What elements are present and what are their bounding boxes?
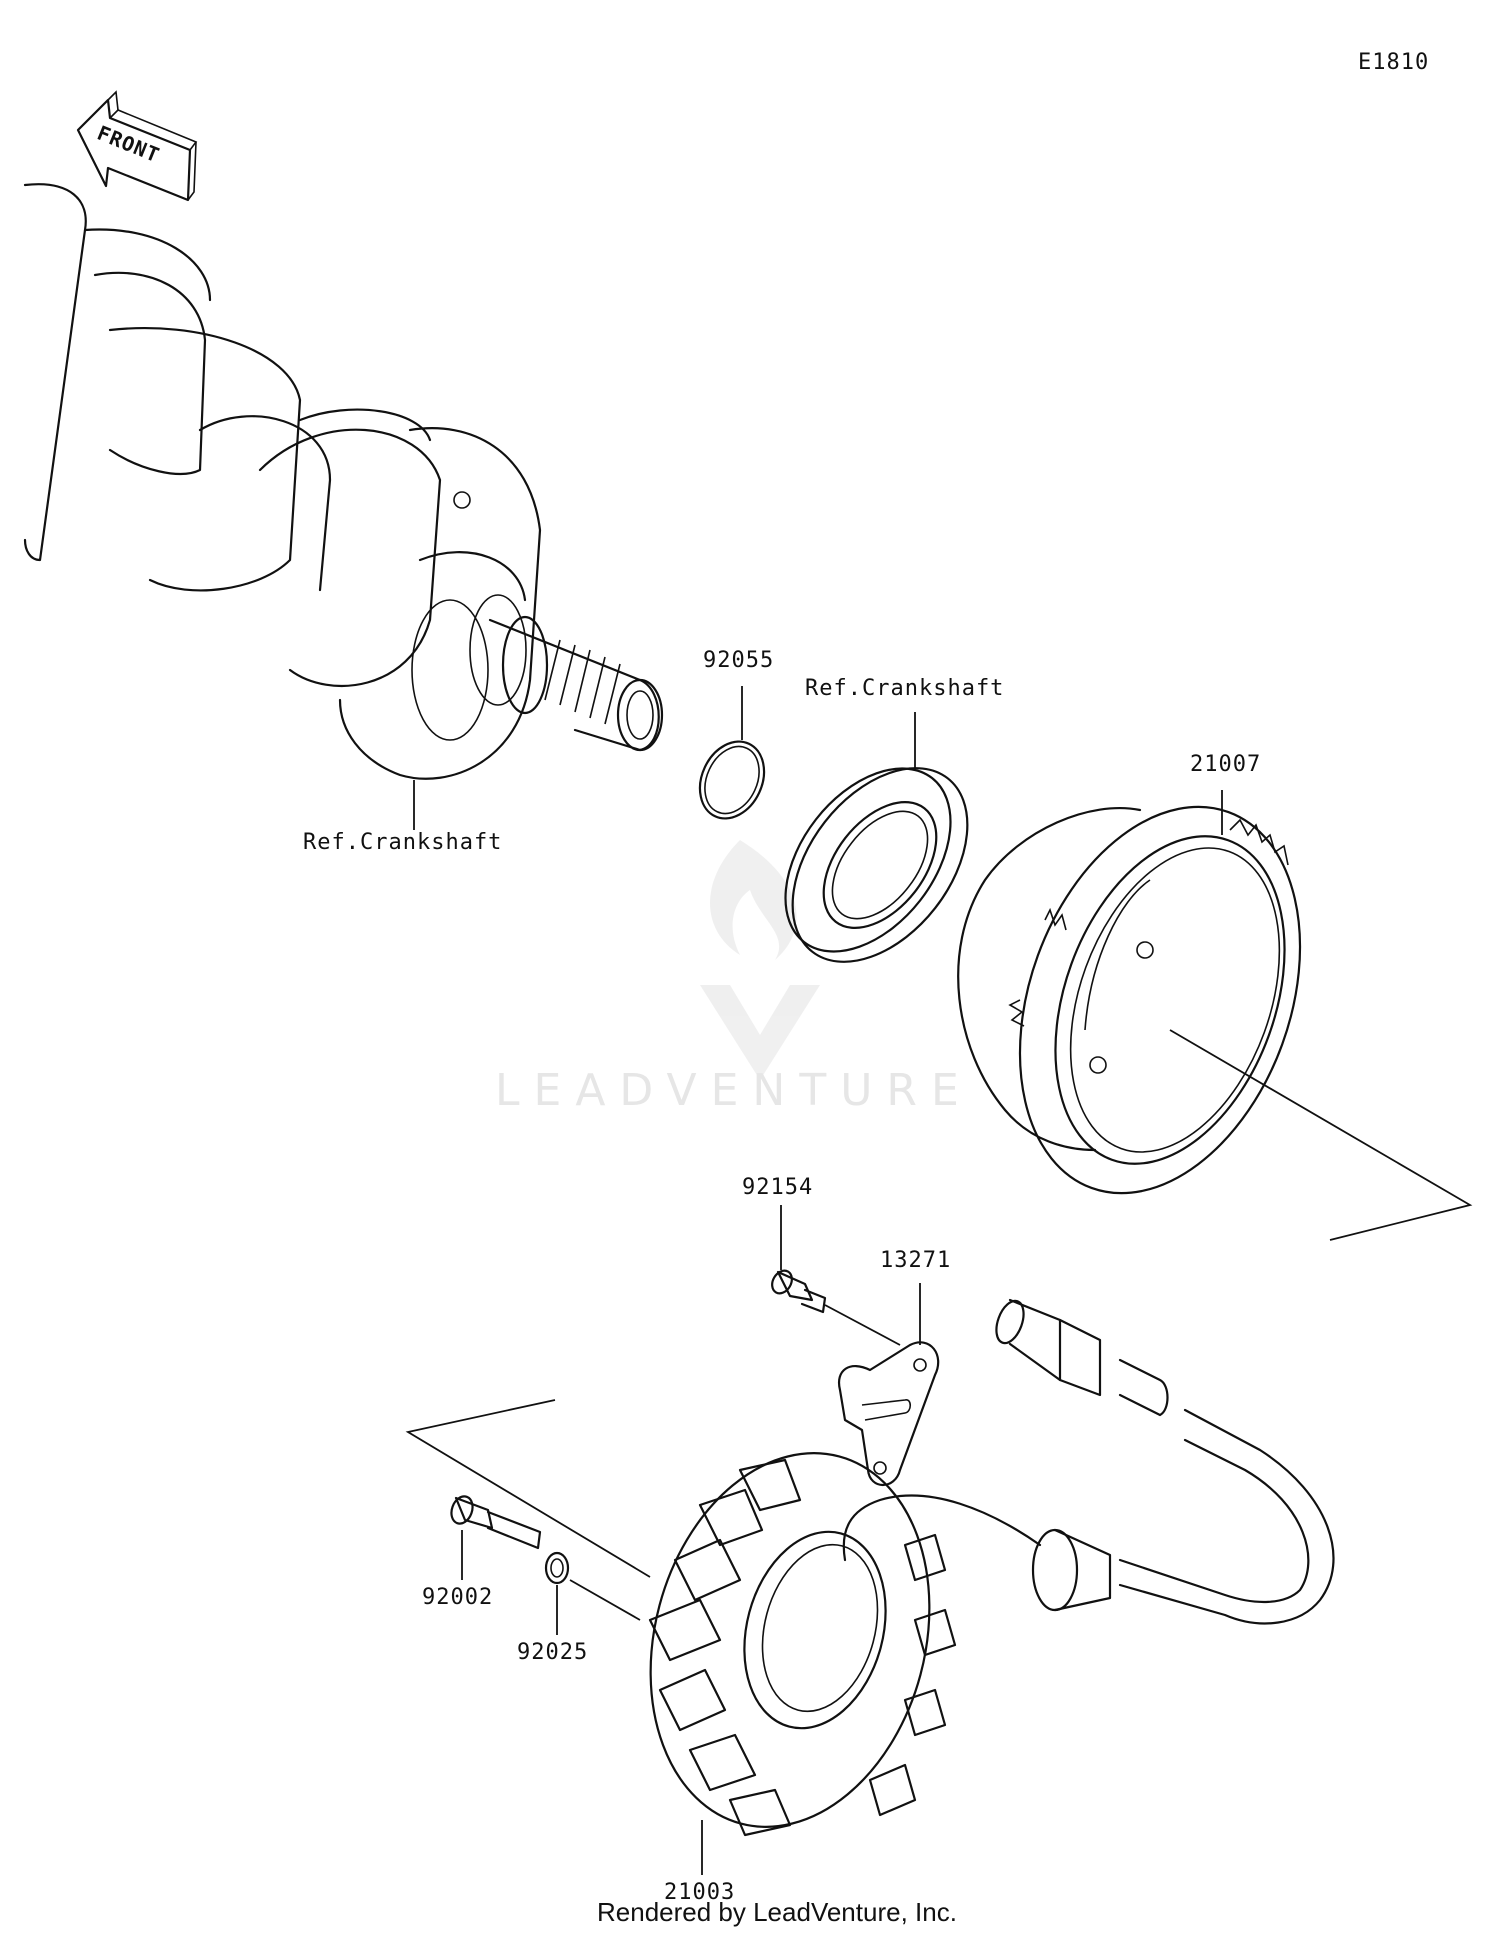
bolt-92002-icon: [450, 1495, 542, 1550]
crankshaft-icon: [23, 183, 664, 780]
flywheel-leader: [1169, 1029, 1473, 1241]
part-13271-label[interactable]: 13271: [880, 1248, 952, 1273]
watermark-logo: [700, 840, 820, 1080]
part-21007-label[interactable]: 21007: [1190, 752, 1262, 777]
plate-13271-icon: [837, 1341, 940, 1486]
ref-crankshaft-left-label[interactable]: Ref.Crankshaft: [303, 830, 503, 855]
footer-credit: Rendered by LeadVenture, Inc.: [597, 1897, 957, 1927]
part-21003-label[interactable]: 21003: [664, 1880, 736, 1905]
part-92002-label[interactable]: 92002: [422, 1585, 494, 1610]
diagram-code: E1810: [1358, 50, 1430, 75]
connector-cable-icon: [842, 1298, 1335, 1625]
part-92055-label[interactable]: 92055: [703, 648, 775, 673]
oil-seal-icon: [784, 767, 969, 963]
ref-crankshaft-seal-label[interactable]: Ref.Crankshaft: [805, 676, 1005, 701]
part-92025-label[interactable]: 92025: [517, 1640, 589, 1665]
front-arrow-icon: [76, 90, 198, 202]
washer-92025-icon: [544, 1551, 570, 1585]
stator-icon: [648, 1452, 957, 1837]
watermark-text: LEADVENTURE: [495, 1065, 973, 1116]
oring-icon: [698, 740, 766, 820]
flywheel-icon: [957, 805, 1302, 1195]
bolt-92154-icon: [771, 1269, 827, 1314]
part-92154-label[interactable]: 92154: [742, 1175, 814, 1200]
